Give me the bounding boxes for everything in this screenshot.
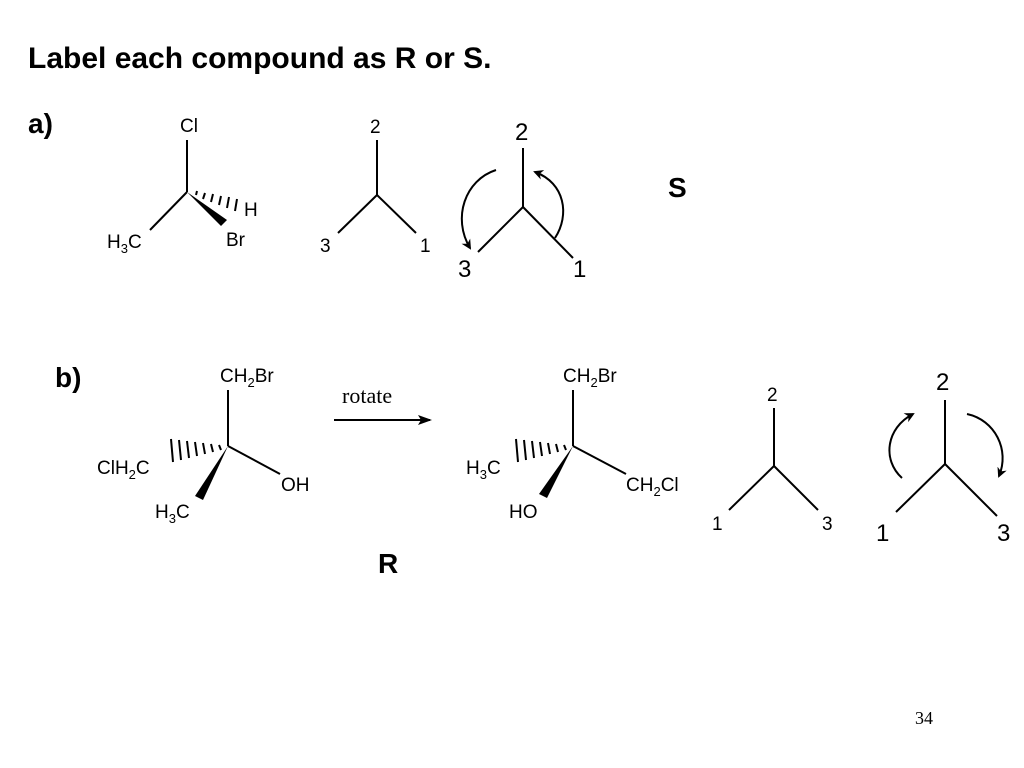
group-ch2br: CH2Br (220, 366, 274, 390)
part-a-priority-skeleton (337, 140, 417, 234)
atom-cl: Cl (180, 116, 198, 137)
part-b-molecule-1 (170, 390, 281, 500)
priority-a-right: 1 (420, 236, 431, 257)
hash-bond (515, 438, 567, 463)
group-h3c: H3C (155, 502, 190, 526)
arrow-1-to-2-icon (533, 170, 565, 239)
priority-a-left: 3 (320, 236, 331, 257)
wedge-bond (187, 192, 227, 226)
priority-a-top: 2 (370, 117, 381, 138)
part-b-label: b) (55, 362, 82, 393)
part-b-answer: R (378, 548, 399, 579)
group-ch2cl: CH2Cl (626, 475, 679, 499)
group-oh: OH (281, 475, 310, 496)
atom-br: Br (226, 230, 246, 251)
part-b-rotation-skeleton (888, 400, 1007, 517)
group-ch2br: CH2Br (563, 366, 617, 390)
priority-a2-top: 2 (515, 119, 528, 146)
part-b-priority-skeleton (728, 408, 819, 511)
bond-left (149, 191, 188, 231)
arrow-2-to-3-icon (966, 413, 1007, 478)
group-clh2c: ClH2C (97, 458, 150, 482)
arrow-2-to-3-icon (460, 169, 497, 250)
priority-b2-left: 1 (876, 520, 889, 547)
priority-b-left: 1 (712, 514, 723, 535)
wedge-bond (539, 446, 573, 498)
priority-a2-left: 3 (458, 256, 471, 283)
part-b-molecule-2 (515, 390, 627, 498)
priority-b2-right: 3 (997, 520, 1010, 547)
priority-a2-right: 1 (573, 256, 586, 283)
page-number: 34 (915, 708, 933, 728)
group-h3c: H3C (466, 458, 501, 482)
part-a-label: a) (28, 108, 53, 139)
group-ho: HO (509, 502, 538, 523)
priority-b-top: 2 (767, 385, 778, 406)
hash-bond (195, 190, 238, 212)
part-a-molecule (149, 140, 238, 231)
priority-b2-top: 2 (936, 369, 949, 396)
part-a-answer: S (668, 172, 687, 203)
rotate-label: rotate (342, 383, 392, 408)
priority-b-right: 3 (822, 514, 833, 535)
arrow-1-to-2-icon (888, 413, 915, 479)
group-h3c: H3C (107, 232, 142, 256)
atom-h: H (244, 200, 258, 221)
part-a-rotation-skeleton (460, 148, 574, 259)
hash-bond (170, 438, 222, 463)
wedge-bond (195, 446, 228, 500)
slide-title: Label each compound as R or S. (28, 42, 492, 75)
